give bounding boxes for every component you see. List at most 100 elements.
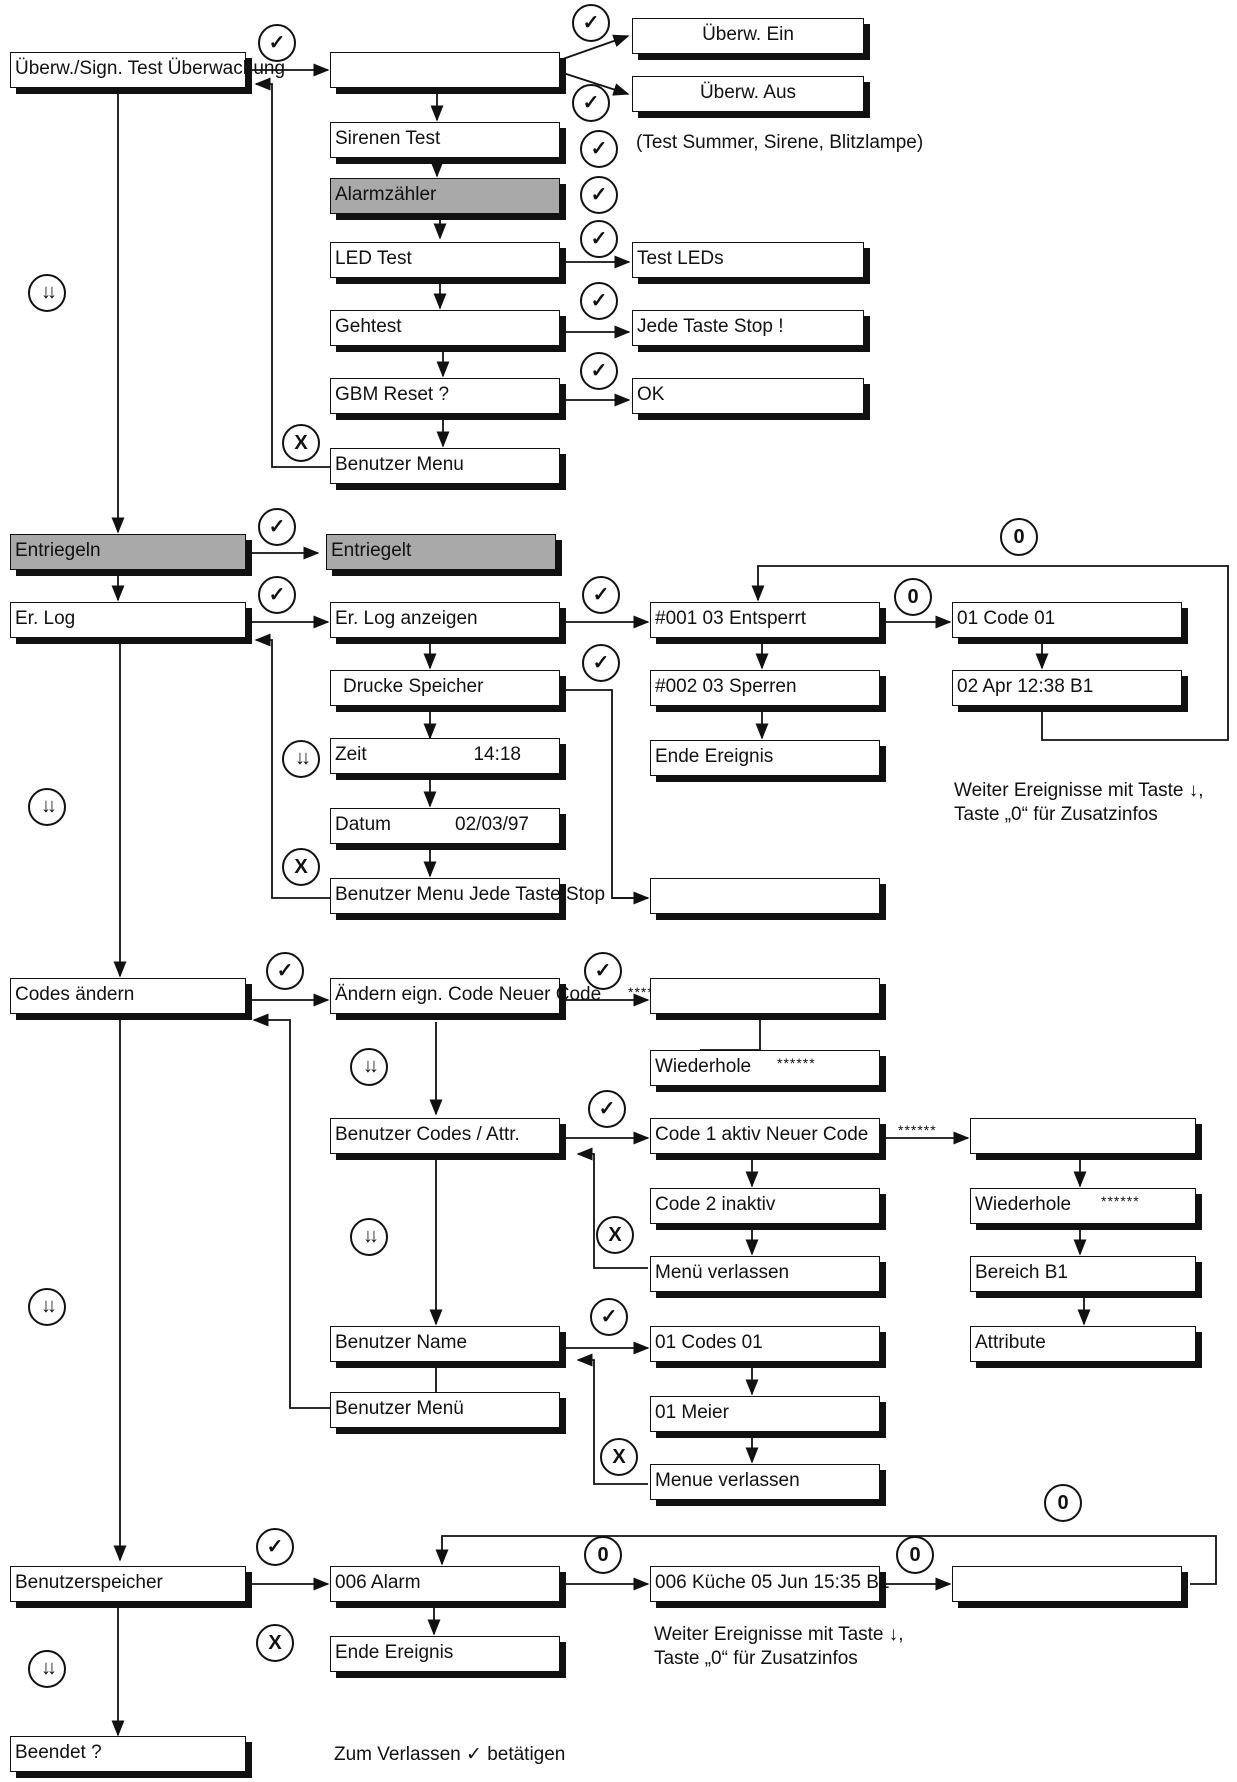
check-icon: ✓ [572,4,610,42]
scroll-down-icon: ↓↓ [28,788,66,826]
note-test-summer: (Test Summer, Sirene, Blitzlampe) [636,132,924,153]
check-icon: ✓ [582,576,620,614]
menu-gehtest[interactable]: Gehtest [330,310,560,346]
scroll-down-icon: ↓↓ [350,1048,388,1086]
menu-uberw-empty [330,52,560,88]
zero-key-icon: 0 [1000,518,1038,556]
scroll-down-icon: ↓↓ [28,1650,66,1688]
menu-uberw-sign-test[interactable]: Überw./Sign. Test Überwachung [10,52,285,88]
code2-inaktiv[interactable]: Code 2 inaktiv [650,1188,880,1224]
check-icon: ✓ [584,952,622,990]
menu-codes-andern[interactable]: Codes ändern [10,978,246,1014]
result-ok: OK [632,378,864,414]
cancel-icon: X [596,1216,634,1254]
menu-er-log-anzeigen[interactable]: Er. Log anzeigen [330,602,560,638]
menu-benutzer-name[interactable]: Benutzer Name [330,1326,560,1362]
menu-alarmzahler[interactable]: Alarmzähler [330,178,560,214]
menu-led-test[interactable]: LED Test [330,242,560,278]
stars-wiederhole-own: ****** [777,1055,816,1071]
menu-zeit[interactable]: Zeit 14:18 [330,738,560,774]
menu-verlassen[interactable]: Menü verlassen [650,1256,880,1292]
check-icon: ✓ [258,508,296,546]
wiederhole-own[interactable]: Wiederhole ****** [650,1050,880,1086]
event-detail-code: 01 Code 01 [952,602,1182,638]
code1-aktiv[interactable]: Code 1 aktiv Neuer Code [650,1118,880,1154]
stars-code1: ****** [898,1122,937,1138]
menu-beendet[interactable]: Beendet ? [10,1736,246,1772]
zero-key-icon: 0 [894,578,932,616]
zero-key-icon: 0 [896,1536,934,1574]
check-icon: ✓ [256,1528,294,1566]
check-icon: ✓ [580,176,618,214]
result-test-leds: Test LEDs [632,242,864,278]
kuche-006[interactable]: 006 Küche 05 Jun 15:35 B1 [650,1566,890,1602]
menu-benutzer-menu-jede[interactable]: Benutzer Menu Jede Taste Stop [330,878,605,914]
check-icon: ✓ [590,1298,628,1336]
wiederhole-user-label: Wiederhole [975,1194,1072,1215]
menu-er-log[interactable]: Er. Log [10,602,246,638]
check-icon: ✓ [588,1090,626,1128]
note-weiter-2a: Weiter Ereignisse mit Taste ↓, [654,1624,904,1645]
menu-drucke-speicher[interactable]: Drucke Speicher [330,670,560,706]
event-001[interactable]: #001 03 Entsperrt [650,602,880,638]
check-icon: ✓ [258,576,296,614]
event-ende: Ende Ereignis [650,740,880,776]
cancel-icon: X [256,1624,294,1662]
ende-ereignis-2: Ende Ereignis [330,1636,560,1672]
scroll-down-icon: ↓↓ [28,274,66,312]
note-weiter-1a: Weiter Ereignisse mit Taste ↓, [954,780,1204,801]
meier-01[interactable]: 01 Meier [650,1396,880,1432]
datum-label: Datum [335,814,391,835]
codes-01[interactable]: 01 Codes 01 [650,1326,880,1362]
menu-benutzer-codes-attr[interactable]: Benutzer Codes / Attr. [330,1118,560,1154]
menu-sirenen-test[interactable]: Sirenen Test [330,122,560,158]
attribute[interactable]: Attribute [970,1326,1196,1362]
menu-entriegeln[interactable]: Entriegeln [10,534,246,570]
wiederhole-user[interactable]: Wiederhole ****** [970,1188,1196,1224]
bereich-b1[interactable]: Bereich B1 [970,1256,1196,1292]
zero-key-icon: 0 [1044,1484,1082,1522]
menu-gbm-reset[interactable]: GBM Reset ? [330,378,560,414]
event-detail-date: 02 Apr 12:38 B1 [952,670,1182,706]
option-uberw-ein[interactable]: Überw. Ein [632,18,864,54]
note-zum-verlassen: Zum Verlassen ✓ betätigen [334,1744,566,1765]
result-entriegelt: Entriegelt [326,534,556,570]
result-jede-taste-stop: Jede Taste Stop ! [632,310,864,346]
detail-empty [952,1566,1182,1602]
check-icon: ✓ [580,220,618,258]
menu-datum[interactable]: Datum 02/03/97 [330,808,560,844]
event-002[interactable]: #002 03 Sperren [650,670,880,706]
menu-benutzer-menu-2[interactable]: Benutzer Menü [330,1392,560,1428]
cancel-icon: X [282,424,320,462]
check-icon: ✓ [580,130,618,168]
check-icon: ✓ [580,352,618,390]
check-icon: ✓ [582,644,620,682]
alarm-006[interactable]: 006 Alarm [330,1566,560,1602]
option-uberw-aus[interactable]: Überw. Aus [632,76,864,112]
check-icon: ✓ [572,84,610,122]
check-icon: ✓ [266,952,304,990]
zeit-value: 14:18 [473,744,521,765]
menu-benutzerspeicher[interactable]: Benutzerspeicher [10,1566,246,1602]
code1-new-empty[interactable] [970,1118,1196,1154]
menu-andern-eign-code[interactable]: Ändern eign. Code Neuer Code [330,978,601,1014]
check-icon: ✓ [258,24,296,62]
menu-benutzer-menu[interactable]: Benutzer Menu [330,448,560,484]
new-code-empty[interactable] [650,978,880,1014]
scroll-down-icon: ↓↓ [282,740,320,778]
menue-verlassen[interactable]: Menue verlassen [650,1464,880,1500]
cancel-icon: X [600,1438,638,1476]
note-weiter-2b: Taste „0“ für Zusatzinfos [654,1648,858,1669]
check-icon: ✓ [580,282,618,320]
wiederhole-own-label: Wiederhole [655,1056,752,1077]
stars-wiederhole-user: ****** [1101,1193,1140,1209]
cancel-icon: X [282,848,320,886]
scroll-down-icon: ↓↓ [350,1218,388,1256]
note-weiter-1b: Taste „0“ für Zusatzinfos [954,804,1158,825]
zeit-label: Zeit [335,744,367,765]
zero-key-icon: 0 [584,1536,622,1574]
scroll-down-icon: ↓↓ [28,1288,66,1326]
datum-value: 02/03/97 [455,814,529,835]
print-empty [650,878,880,914]
